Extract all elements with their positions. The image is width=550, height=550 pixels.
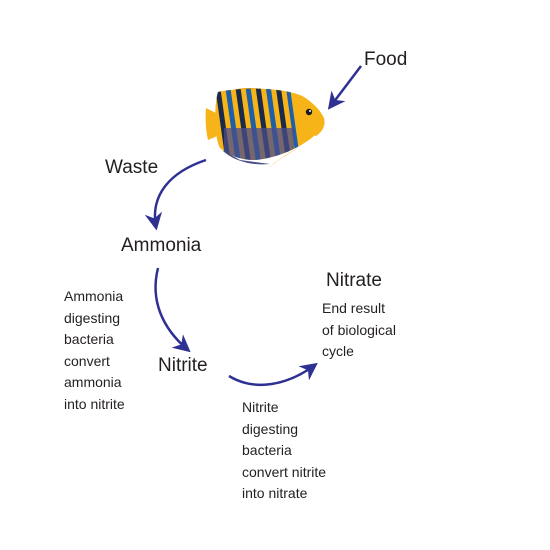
food-arrow xyxy=(327,65,362,110)
nitrate-result-note: End result of biological cycle xyxy=(322,298,396,363)
note-line: of biological xyxy=(322,321,396,338)
note-line: bacteria xyxy=(242,442,292,458)
note-line: bacteria xyxy=(64,331,114,347)
ammonia-to-nitrite-arrow xyxy=(154,267,191,353)
note-line: Nitrite xyxy=(242,399,279,415)
nitrite-bacteria-note: Nitrite digesting bacteria convert nitri… xyxy=(242,397,326,505)
nitrite-to-nitrate-arrow xyxy=(228,362,318,387)
nitrite-label: Nitrite xyxy=(158,355,208,376)
note-line: digesting xyxy=(242,420,299,437)
note-line: into nitrate xyxy=(242,485,308,501)
angelfish-icon xyxy=(205,88,325,168)
note-line: End result xyxy=(322,300,386,316)
note-line: convert nitrite xyxy=(242,463,327,480)
waste-label: Waste xyxy=(105,157,159,178)
note-line: ammonia xyxy=(64,374,122,390)
note-line: cycle xyxy=(322,343,354,359)
waste-arrow xyxy=(144,158,207,231)
food-label: Food xyxy=(364,49,408,70)
ammonia-bacteria-note: Ammonia digesting bacteria convert ammon… xyxy=(64,286,125,415)
ammonia-label: Ammonia xyxy=(121,235,202,256)
note-line: digesting xyxy=(64,309,121,326)
note-line: into nitrite xyxy=(64,395,125,412)
note-line: Ammonia xyxy=(64,288,124,304)
note-line: convert xyxy=(64,352,110,369)
nitrate-label: Nitrate xyxy=(326,270,382,291)
